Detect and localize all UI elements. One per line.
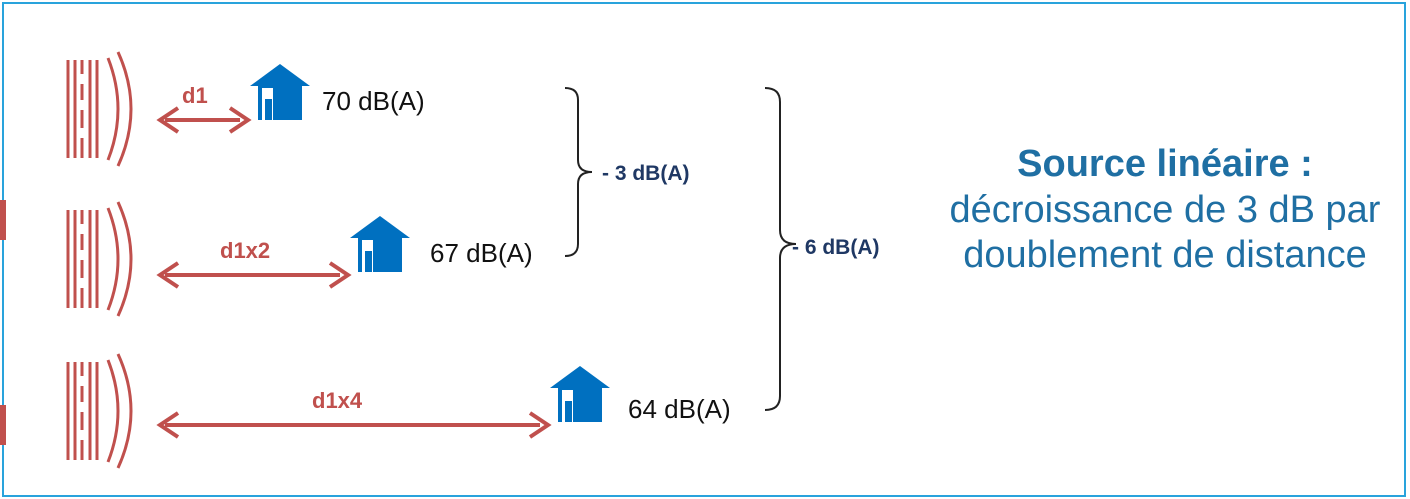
bracket-large-label: - 6 dB(A) <box>792 236 880 259</box>
distance-label: d1x4 <box>312 388 363 413</box>
arrow-head-left <box>156 106 180 134</box>
caption: Source linéaire : décroissance de 3 dB p… <box>925 142 1405 279</box>
level-label: 70 dB(A) <box>322 86 425 116</box>
level-label: 64 dB(A) <box>628 394 731 424</box>
bracket-small-label: - 3 dB(A) <box>602 162 690 185</box>
house-icon <box>350 216 410 272</box>
bracket-large <box>764 87 797 411</box>
row-2: d1x2 67 dB(A) <box>66 200 533 318</box>
house-icon <box>250 64 310 120</box>
distance-label: d1x2 <box>220 238 270 263</box>
road-noise-source-icon <box>66 200 133 318</box>
arrow-head-left <box>156 411 180 439</box>
arrow-head-right <box>528 411 552 439</box>
row-3: d1x4 64 dB(A) <box>66 352 731 470</box>
road-noise-source-icon <box>66 50 133 168</box>
bracket-small <box>564 87 593 257</box>
arrow-head-right <box>228 106 252 134</box>
arrow-head-left <box>156 261 180 289</box>
caption-title: Source linéaire : <box>1017 143 1313 185</box>
arrow-head-right <box>328 261 352 289</box>
house-icon <box>550 366 610 422</box>
row-1: d1 70 dB(A) <box>66 50 425 168</box>
left-edge-mark <box>0 200 6 240</box>
distance-label: d1 <box>182 83 208 108</box>
left-edge-mark <box>0 405 6 445</box>
level-label: 67 dB(A) <box>430 238 533 268</box>
caption-body: décroissance de 3 dB par doublement de d… <box>949 188 1381 277</box>
road-noise-source-icon <box>66 352 133 470</box>
